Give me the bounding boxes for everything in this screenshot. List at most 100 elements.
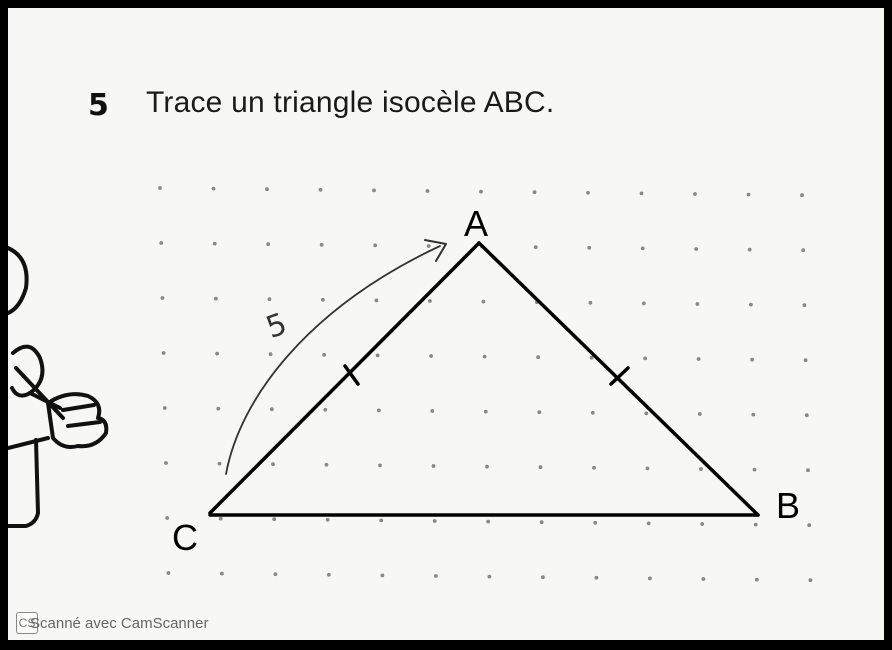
grid-dot [801,248,806,253]
grid-dot [536,355,540,360]
grid-dot [373,243,378,248]
grid-dot [271,462,275,467]
grid-dot [700,522,705,526]
grid-dot [593,520,598,525]
scanner-watermark: CS Scanné avec CamScanner [16,612,208,634]
tick-mark-ab [609,366,630,386]
grid-dot [322,352,326,357]
grid-dot [319,242,324,247]
grid-dot [161,351,166,355]
grid-dot [541,575,545,580]
grid-dot [747,247,752,252]
grid-dot [755,577,759,582]
grid-dot [590,410,595,415]
grid-dot [592,465,596,470]
grid-dot [586,190,590,195]
length-arrow [225,245,441,475]
grid-dot [645,466,650,471]
grid-dot [746,192,751,197]
grid-dot [803,358,808,363]
grid-dot [268,352,273,357]
grid-dot [487,574,492,579]
grid-dot [539,520,544,525]
grid-dot [751,412,756,417]
grid-dot [162,406,167,410]
vertex-b-label: B [776,485,800,526]
grid-dot [266,242,271,247]
grid-dot [648,576,652,581]
grid-dot [215,351,220,356]
grid-dot [646,521,651,526]
grid-dot [272,517,277,522]
grid-dot [165,516,170,520]
grid-dot [376,408,381,413]
grid-dot [639,191,644,196]
grid-dot [486,519,491,524]
grid-dot [749,302,753,307]
grid-dot [374,298,379,303]
grid-dot [269,407,274,412]
vertex-c-label: C [172,517,198,558]
grid-dot [218,516,223,521]
grid-dot [372,188,376,193]
grid-dot [589,355,594,360]
grid-dot [380,573,385,578]
grid-dot [538,465,543,470]
grid-dot [800,193,804,198]
grid-dot [216,406,221,411]
grid-dot [588,300,593,305]
grid-dot [537,410,542,415]
arrow-head [424,239,447,262]
exercise-number: 5 [88,88,109,123]
grid-dot [807,523,812,528]
grid-dot [431,464,436,468]
grid-dot [267,297,272,302]
grid-dot [806,468,810,473]
grid-dot [220,571,224,576]
grid-dot [644,411,649,416]
grid-dot [642,301,646,306]
side-ca [208,241,481,515]
grid-dot [485,464,489,469]
grid-dot [750,357,754,362]
grid-dot [434,574,438,578]
grid-dot [166,571,171,575]
grid-dot [378,463,382,468]
grid-dot [532,190,537,195]
grid-dot [594,575,599,580]
grid-dot [695,302,700,306]
grid-dot [327,572,331,577]
length-label: 5 [262,306,292,345]
grid-dot [321,297,325,302]
grid-dot [428,299,432,303]
grid-dot [482,354,487,359]
grid-dot [802,303,807,308]
grid-dot [429,354,433,358]
grid-dot [425,189,430,193]
grid-dot [432,519,437,523]
grid-dot [483,409,488,414]
grid-dot [325,517,330,522]
worksheet-paper: 5 Trace un triangle isocèle ABC. [8,8,884,640]
watermark-text: Scanné avec CamScanner [30,614,209,632]
grid-dot [697,412,702,416]
grid-dot [696,357,701,361]
exercise-instruction: Trace un triangle isocèle ABC. [146,86,555,119]
grid-dot [479,189,483,194]
grid-dot [323,407,328,412]
grid-dot [273,572,278,577]
grid-dot [426,244,431,248]
grid-dot [693,192,697,196]
grid-dot [214,296,218,301]
grid-dot [158,186,162,190]
camscanner-logo-icon: CS [16,612,38,634]
grid-dot [324,462,329,467]
grid-dot [265,187,269,192]
grid-dot [643,356,647,361]
vertex-a-label: A [464,203,488,244]
grid-dot [701,577,706,581]
grid-dot [159,241,164,245]
grid-dot [640,246,645,251]
grid-dot [211,186,216,191]
grid-dot [217,461,222,466]
